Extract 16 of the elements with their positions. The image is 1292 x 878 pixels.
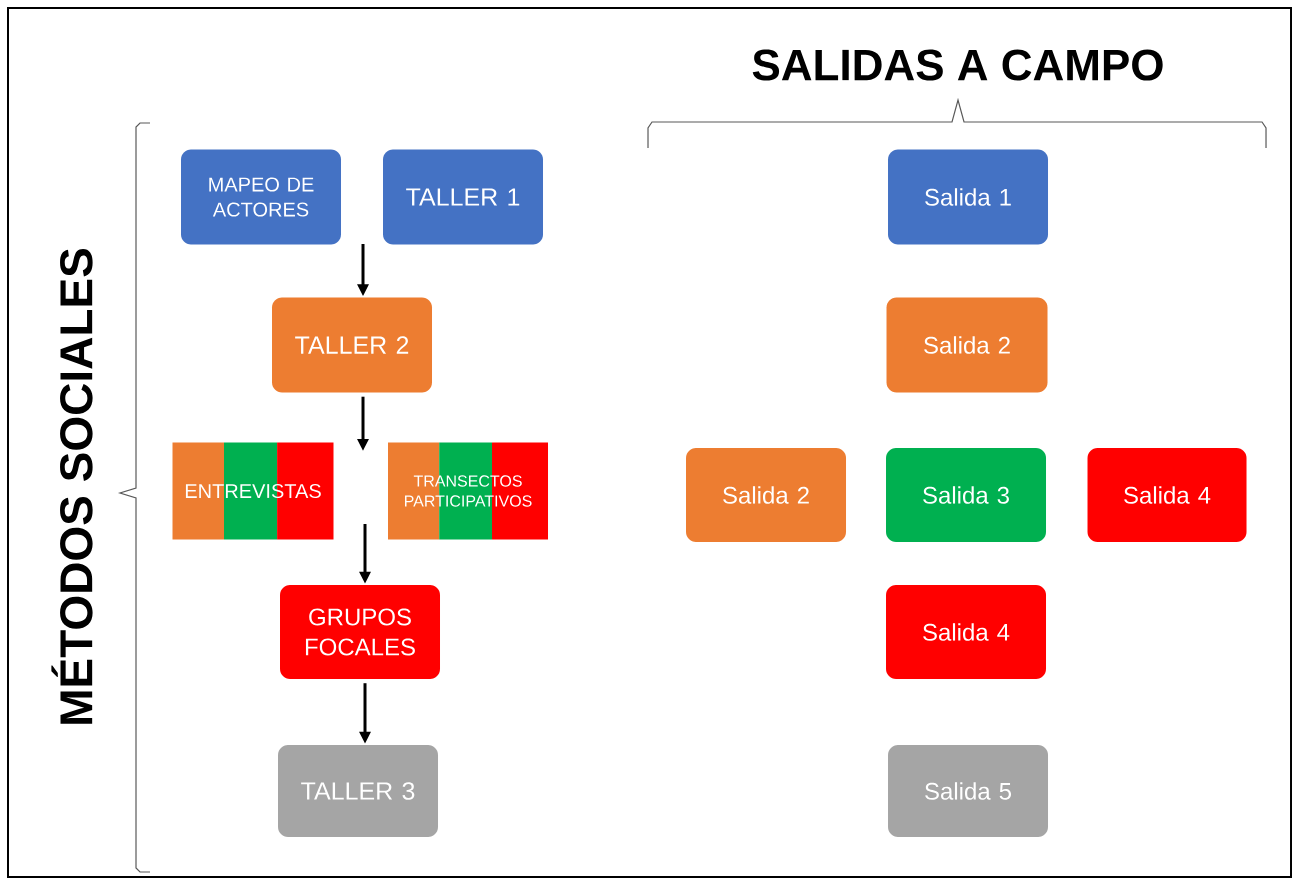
striped-box: ENTREVISTAS — [172, 442, 334, 540]
heading: SALIDAS A CAMPO — [752, 49, 1163, 81]
process-box: Salida 4 — [886, 585, 1046, 679]
process-box: TALLER 2 — [272, 297, 432, 393]
process-box: Salida 2 — [686, 448, 846, 542]
process-box: Salida 5 — [888, 745, 1048, 837]
process-box: Salida 3 — [886, 448, 1046, 542]
process-box: TALLER 3 — [278, 745, 438, 837]
process-box: TALLER 1 — [383, 149, 543, 245]
striped-box: TRANSECTOS PARTICIPATIVOS — [388, 442, 548, 540]
process-box: Salida 2 — [886, 297, 1048, 393]
process-box: Salida 4 — [1087, 448, 1247, 542]
process-box: MAPEO DE ACTORES — [181, 149, 341, 245]
process-box: Salida 1 — [888, 149, 1048, 245]
process-box: GRUPOS FOCALES — [280, 585, 440, 679]
side-heading: MÉTODOS SOCIALES — [51, 249, 93, 724]
